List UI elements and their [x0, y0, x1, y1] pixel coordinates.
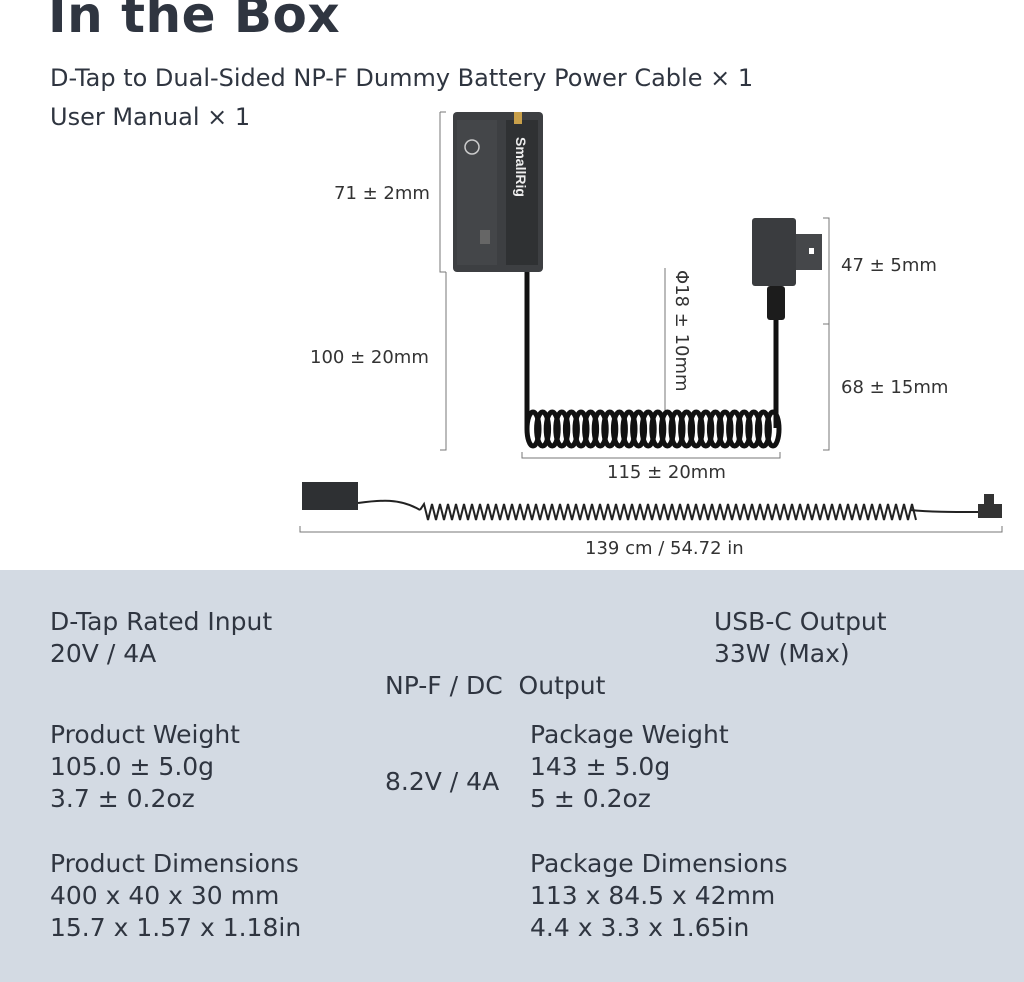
spec-value: 113 x 84.5 x 42mm	[530, 881, 776, 910]
spec-label: Package Weight	[530, 720, 729, 749]
dim-cable-drop: 100 ± 20mm	[310, 347, 429, 368]
spec-package-weight: Package Weight 143 ± 5.0g 5 ± 0.2oz	[530, 719, 729, 815]
dim-dtap-cable: 68 ± 15mm	[841, 377, 949, 398]
spec-product-dimensions: Product Dimensions 400 x 40 x 30 mm 15.7…	[50, 848, 301, 944]
spec-label: D-Tap Rated Input	[50, 607, 273, 636]
dim-coil-length: 115 ± 20mm	[607, 462, 726, 483]
dim-coil-diameter: Φ18 ± 10mm	[671, 270, 692, 392]
spec-package-dimensions: Package Dimensions 113 x 84.5 x 42mm 4.4…	[530, 848, 787, 944]
spec-label: Product Dimensions	[50, 849, 299, 878]
spec-value: 143 ± 5.0g	[530, 752, 671, 781]
spec-product-weight: Product Weight 105.0 ± 5.0g 3.7 ± 0.2oz	[50, 719, 240, 815]
product-diagram: SmallRig	[299, 111, 1003, 533]
box-item-cable: D-Tap to Dual-Sided NP-F Dummy Battery P…	[50, 64, 754, 92]
spec-value: 400 x 40 x 30 mm	[50, 881, 280, 910]
spec-label: Package Dimensions	[530, 849, 788, 878]
dimension-lines	[299, 111, 1003, 533]
spec-value: 105.0 ± 5.0g	[50, 752, 215, 781]
dummy-battery: SmallRig	[453, 112, 543, 272]
brand-logo: SmallRig	[513, 137, 529, 197]
dim-total-length: 139 cm / 54.72 in	[585, 538, 744, 559]
spec-usbc-output: USB-C Output 33W (Max)	[714, 606, 887, 670]
spec-label: Product Weight	[50, 720, 240, 749]
spec-value: 15.7 x 1.57 x 1.18in	[50, 913, 302, 942]
coil	[524, 409, 782, 449]
brand-emblem-icon	[464, 139, 480, 155]
specs-panel	[0, 570, 1024, 982]
dim-dtap-height: 47 ± 5mm	[841, 255, 937, 276]
spec-value: 20V / 4A	[50, 639, 157, 668]
spec-dtap-input: D-Tap Rated Input 20V / 4A	[50, 606, 272, 670]
spec-value: 4.4 x 3.3 x 1.65in	[530, 913, 750, 942]
page-title: In the Box	[48, 0, 341, 44]
spec-label: NP-F / DC Output	[385, 671, 606, 700]
box-item-manual: User Manual × 1	[50, 103, 251, 131]
coil-loop	[764, 409, 782, 449]
spec-value: 5 ± 0.2oz	[530, 784, 651, 813]
coiled-cable	[524, 272, 779, 428]
full-length-cable	[302, 482, 1002, 521]
spec-value: 3.7 ± 0.2oz	[50, 784, 195, 813]
spec-value: 33W (Max)	[714, 639, 850, 668]
spec-label: USB-C Output	[714, 607, 887, 636]
dtap-connector	[752, 218, 822, 320]
spec-npf-output: NP-F / DC Output 8.2V / 4A	[385, 606, 605, 830]
dim-battery-height: 71 ± 2mm	[334, 183, 430, 204]
spec-value: 8.2V / 4A	[385, 767, 500, 796]
